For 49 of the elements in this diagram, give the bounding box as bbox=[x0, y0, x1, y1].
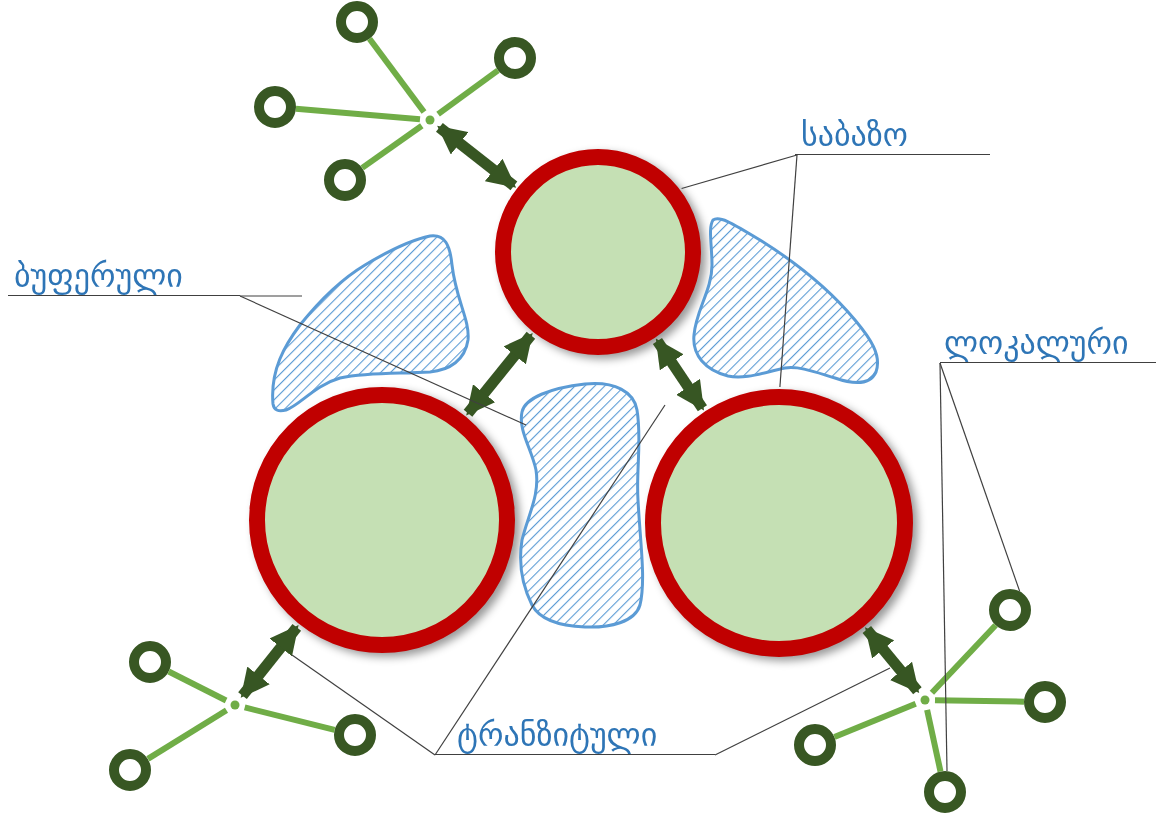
leader-line bbox=[291, 654, 436, 756]
junction-dot bbox=[230, 700, 240, 710]
hatched-blob bbox=[270, 233, 470, 412]
leader-line bbox=[239, 295, 303, 297]
link-line bbox=[243, 704, 336, 733]
leader-line bbox=[681, 154, 798, 190]
double-arrow bbox=[652, 337, 707, 412]
double-arrow bbox=[862, 626, 922, 695]
node-ring bbox=[109, 749, 151, 791]
double-arrow bbox=[436, 123, 518, 191]
leader-line bbox=[779, 154, 798, 388]
double-arrow bbox=[463, 331, 536, 417]
link-line bbox=[146, 707, 229, 762]
node-ring bbox=[989, 589, 1031, 631]
leader-line bbox=[434, 404, 666, 756]
callout-label: ბუფერული bbox=[8, 250, 240, 296]
link-line bbox=[167, 668, 228, 704]
link-line bbox=[934, 697, 1025, 705]
link-line bbox=[436, 67, 500, 117]
callout-label: ლოკალური bbox=[940, 320, 1156, 363]
double-arrow bbox=[238, 623, 302, 699]
node-ring bbox=[924, 771, 966, 813]
link-line bbox=[924, 709, 944, 773]
link-line bbox=[833, 701, 917, 740]
junction-dot bbox=[425, 115, 435, 125]
network-circle bbox=[495, 149, 701, 355]
junction-dot bbox=[920, 695, 930, 705]
network-circle bbox=[645, 389, 913, 657]
leader-line bbox=[239, 295, 527, 426]
link-line bbox=[929, 623, 998, 695]
link-line bbox=[360, 123, 424, 171]
node-ring bbox=[336, 1, 378, 43]
callout-label: ტრანზიტული bbox=[435, 710, 715, 755]
hatched-blob bbox=[691, 216, 879, 384]
node-ring bbox=[254, 86, 296, 128]
node-ring bbox=[1024, 681, 1066, 723]
leader-line bbox=[939, 362, 1021, 592]
link-line bbox=[295, 105, 421, 123]
node-ring bbox=[324, 159, 366, 201]
network-circle bbox=[249, 387, 515, 653]
leader-line bbox=[939, 362, 948, 772]
callout-label: საბაზო bbox=[795, 112, 990, 155]
hatched-blob bbox=[518, 381, 645, 629]
node-ring bbox=[129, 641, 171, 683]
node-ring bbox=[794, 724, 836, 766]
link-line bbox=[367, 37, 427, 114]
leader-line bbox=[714, 667, 891, 756]
node-ring bbox=[334, 714, 376, 756]
node-ring bbox=[494, 37, 536, 79]
